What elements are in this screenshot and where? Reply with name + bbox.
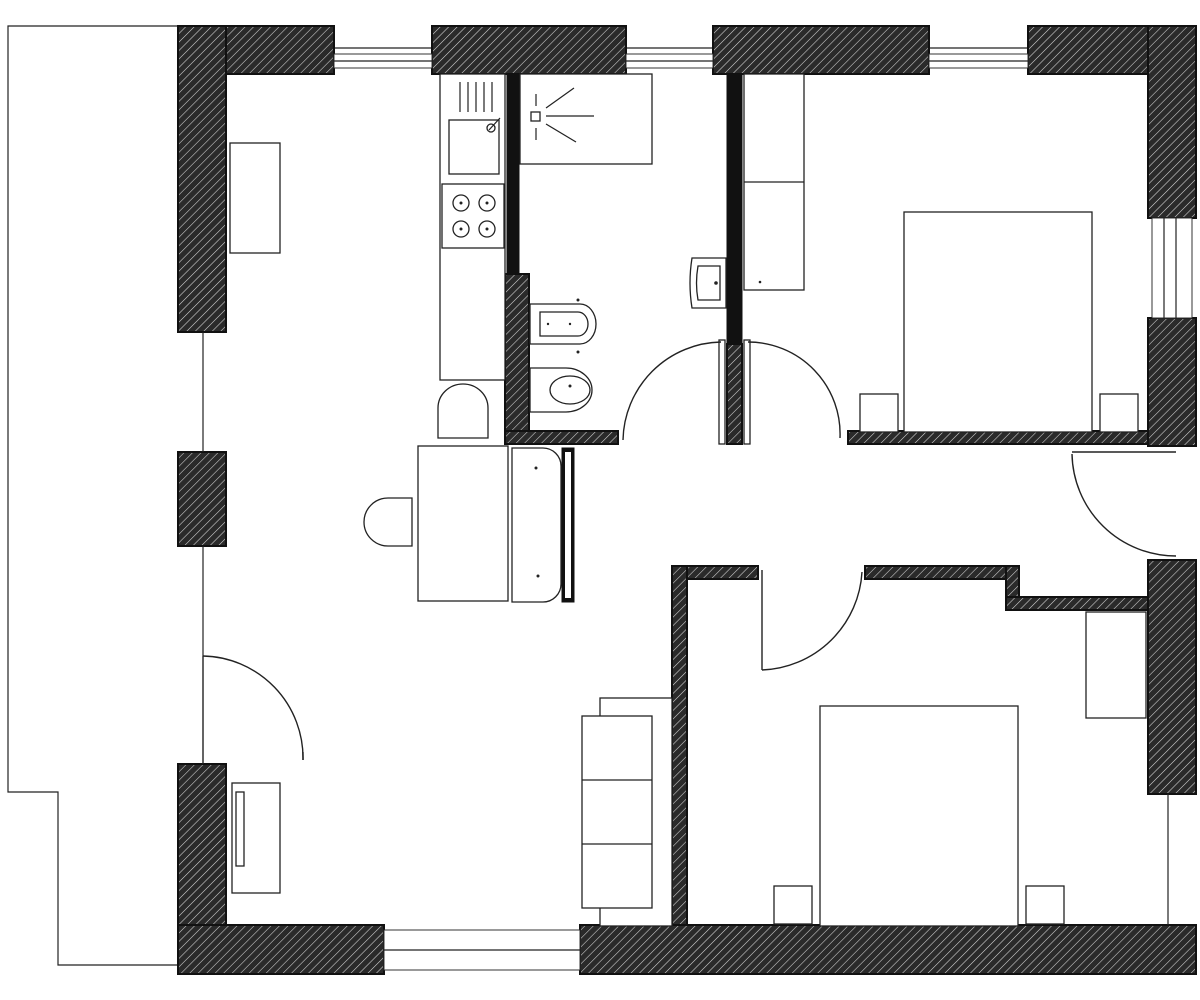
door-bedroom-2[interactable] — [761, 570, 863, 671]
stool — [437, 383, 489, 439]
toilet — [529, 367, 593, 413]
sideboard-knob-top — [534, 466, 538, 470]
shower-head — [530, 87, 594, 143]
sofa — [581, 697, 673, 927]
sideboard — [511, 447, 562, 603]
balcony-outline — [7, 25, 178, 966]
dining-table — [417, 445, 509, 602]
wall-bedroom2-top-right — [864, 565, 1020, 580]
wall-bathroom-bottom — [504, 430, 619, 445]
wall-bottom-right — [579, 924, 1197, 975]
wall-right-upper — [1147, 25, 1197, 219]
wall-top-mid — [431, 25, 627, 75]
nightstand-bedroom-1-left — [859, 393, 899, 433]
nightstand-bedroom-2-left — [773, 885, 813, 925]
wall-bathroom-left-upper — [506, 73, 520, 275]
nightstand-bedroom-2-right — [1025, 885, 1065, 925]
wall-top-right — [712, 25, 930, 75]
shower-tray — [519, 73, 653, 165]
wall-left-upper — [177, 25, 227, 333]
sideboard-knob-bottom — [536, 574, 540, 578]
wall-bath-bedroom-lower — [726, 343, 743, 445]
door-bathroom[interactable] — [622, 339, 726, 445]
partition-screen-core — [565, 452, 571, 598]
cooktop — [441, 183, 505, 249]
wardrobe-bedroom-1 — [743, 73, 805, 291]
wall-cabinet — [229, 142, 281, 254]
dish-rack — [459, 82, 493, 112]
wall-bedroom1-bottom — [847, 430, 1149, 445]
bidet — [529, 298, 597, 354]
door-bedroom-1[interactable] — [743, 339, 841, 445]
wardrobe-bedroom-2 — [1085, 611, 1147, 719]
wall-right-mid — [1147, 317, 1197, 447]
wall-bedroom2-left — [671, 565, 688, 926]
wall-left-mid — [177, 451, 227, 547]
wall-bath-bedroom-upper — [726, 73, 743, 345]
wall-bottom-left — [177, 924, 385, 975]
faucet — [488, 117, 501, 131]
door-entrance[interactable] — [202, 655, 304, 764]
wall-bedroom2-step-horizontal — [1005, 596, 1149, 611]
washbasin — [689, 257, 727, 309]
wall-bathroom-left-lower — [504, 273, 530, 445]
door-hall-right[interactable] — [1071, 451, 1177, 557]
tv-cabinet — [231, 782, 281, 894]
dining-chair — [363, 497, 413, 547]
bed-bedroom-2 — [819, 705, 1019, 927]
nightstand-bedroom-1-right — [1099, 393, 1139, 433]
wall-right-lower — [1147, 559, 1197, 795]
window-right — [1151, 217, 1193, 319]
bed-bedroom-1 — [903, 211, 1093, 433]
